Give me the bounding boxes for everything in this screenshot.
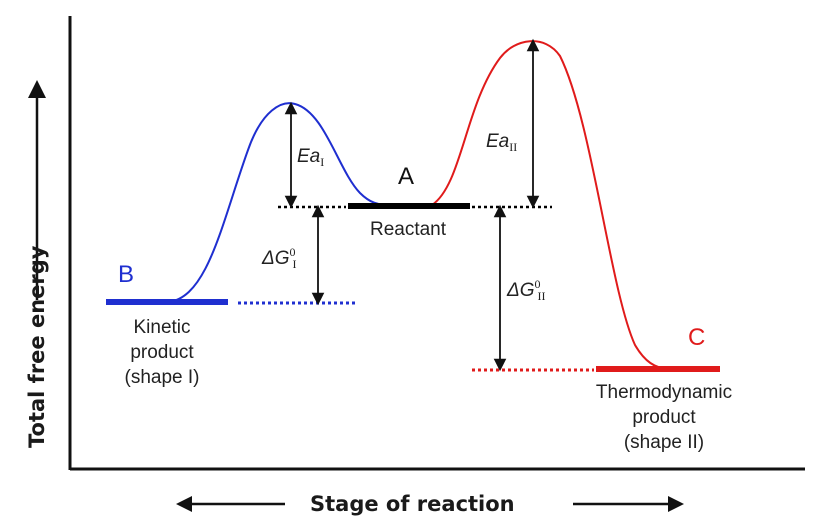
thermo-pathway-curve bbox=[431, 40, 669, 370]
kinetic-product-label-line1: Kinetic bbox=[133, 317, 190, 338]
reactant-label: Reactant bbox=[370, 219, 447, 240]
point-label-b: B bbox=[118, 261, 134, 288]
x-axis-label: Stage of reaction bbox=[310, 492, 515, 516]
ea-II-label: EaII bbox=[486, 131, 517, 154]
y-axis-label: Total free energy bbox=[25, 245, 49, 448]
kinetic-pathway-curve bbox=[167, 102, 391, 303]
point-label-a: A bbox=[398, 163, 414, 190]
ea-I-label: EaI bbox=[297, 146, 324, 169]
thermo-product-label-line3: (shape II) bbox=[624, 432, 704, 453]
kinetic-product-label-line3: (shape I) bbox=[125, 367, 200, 388]
kinetic-product-label-line2: product bbox=[130, 342, 194, 363]
x-axis-title: Stage of reaction bbox=[176, 492, 684, 516]
thermo-product-label-line2: product bbox=[632, 407, 696, 428]
point-label-c: C bbox=[688, 324, 705, 351]
thermo-product-label-line1: Thermodynamic bbox=[596, 382, 732, 403]
y-axis-title: Total free energy bbox=[25, 80, 49, 448]
